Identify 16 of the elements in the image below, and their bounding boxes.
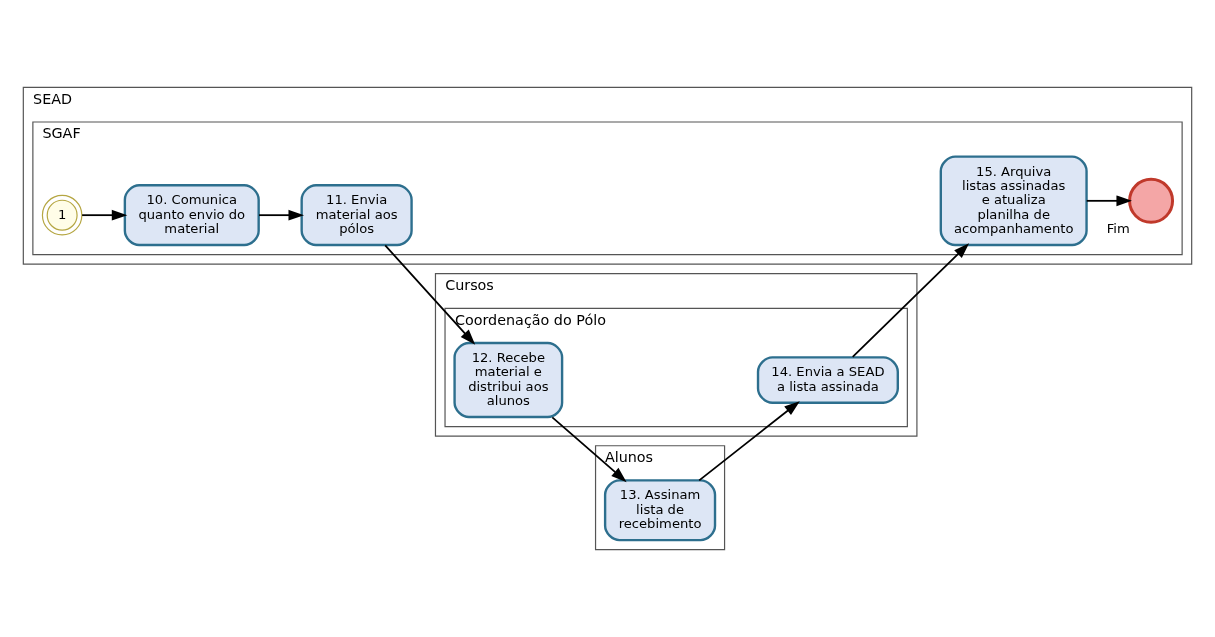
arrow xyxy=(1085,195,1132,207)
arrow xyxy=(851,243,970,358)
arrow xyxy=(384,244,476,345)
arrow xyxy=(551,416,627,483)
arrow xyxy=(698,401,800,482)
node-circle: 1 xyxy=(41,194,83,236)
node-box: 11. Envia material aos pólos xyxy=(300,184,413,247)
node-circle xyxy=(1128,177,1175,224)
node-box: 15. Arquiva listas assinadas e atualiza planilha de acompanhamento xyxy=(939,155,1088,247)
node-box: 10. Comunica quanto envio do material xyxy=(123,184,260,247)
arrow xyxy=(81,209,128,221)
node-box: 12. Recebe material e distribui aos alunos xyxy=(453,341,564,419)
node-label: Fim xyxy=(1106,220,1130,236)
node-box: 14. Envia a SEAD a lista assinada xyxy=(756,356,899,404)
node-box: 13. Assinam lista de recebimento xyxy=(603,479,717,542)
arrow xyxy=(258,209,305,221)
